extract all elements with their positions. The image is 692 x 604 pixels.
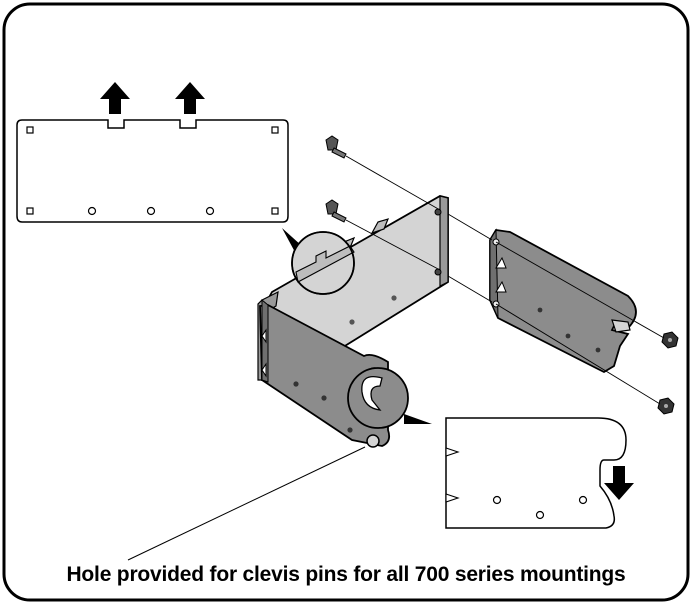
- bolt-icon: [325, 199, 347, 223]
- bolt-icon: [325, 135, 347, 159]
- detail-hook-plate: [445, 417, 627, 529]
- diagram-caption: Hole provided for clevis pins for all 70…: [66, 563, 626, 586]
- down-arrow-icon: [604, 466, 634, 500]
- assembly-lines: [345, 155, 665, 405]
- right-side-plate: [489, 228, 637, 374]
- nut-icon: [657, 397, 675, 415]
- up-arrow-icon: [175, 82, 205, 114]
- magnifier-bottom: [347, 367, 432, 429]
- magnifier-top: [282, 228, 355, 295]
- detail-flat-plate: [16, 119, 289, 223]
- leader-line: [127, 446, 366, 561]
- nut-icon: [661, 331, 679, 349]
- up-arrow-icon: [100, 82, 130, 114]
